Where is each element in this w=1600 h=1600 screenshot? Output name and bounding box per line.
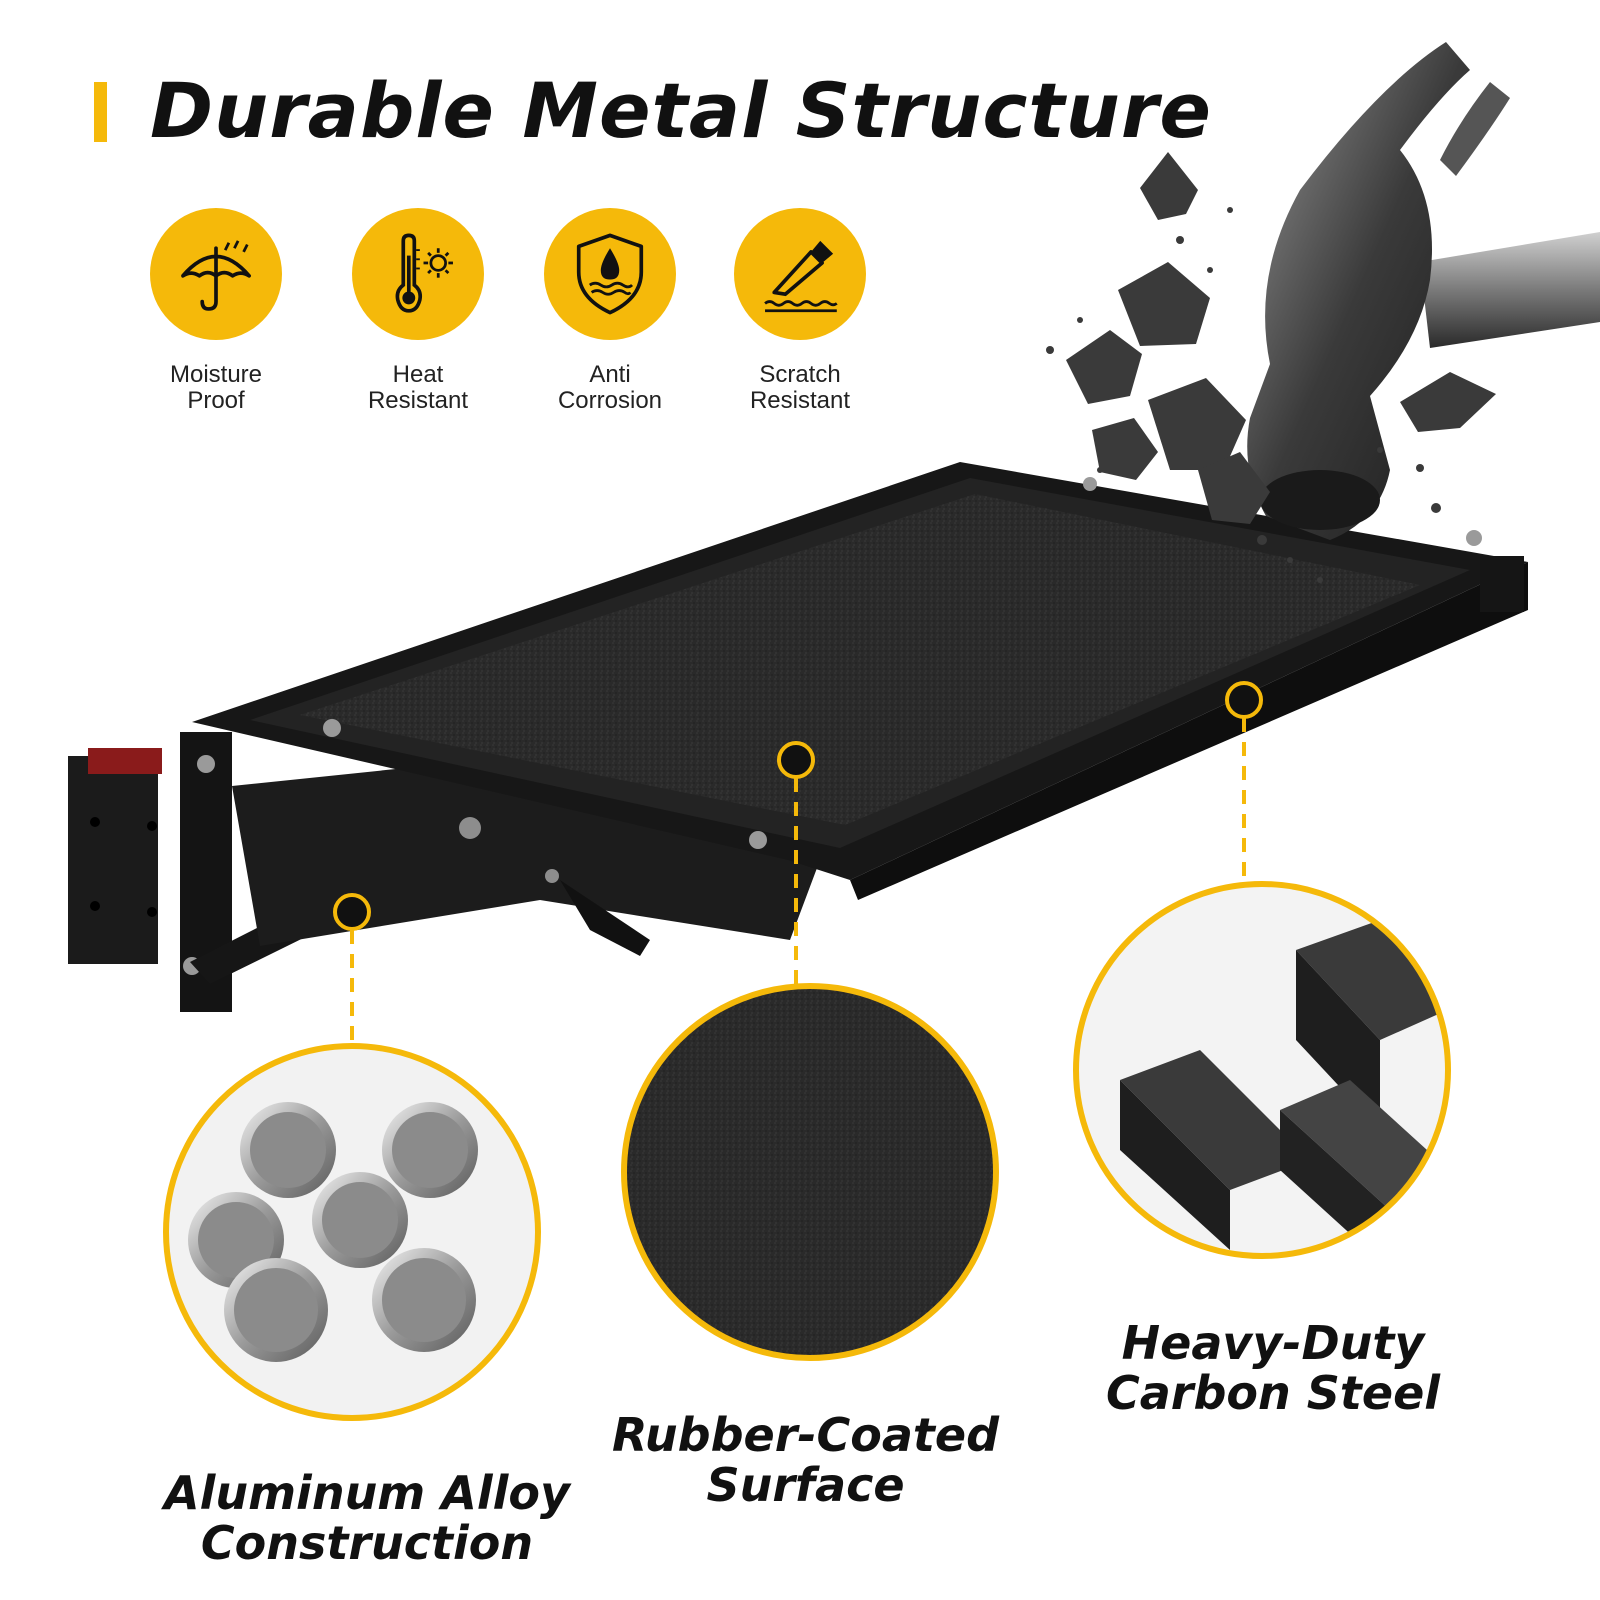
feature-anti-corrosion: Anti Corrosion <box>510 208 710 414</box>
shield-drop-icon <box>576 233 644 315</box>
callout-line2: Construction <box>200 1516 534 1570</box>
callout-carbon-steel: Heavy-Duty Carbon Steel <box>1106 1318 1440 1418</box>
carbon-steel-closeup <box>1073 881 1451 1259</box>
feature-heat-resistant: Heat Resistant <box>318 208 518 414</box>
umbrella-icon <box>181 240 251 311</box>
feature-label-line1: Anti <box>589 361 631 388</box>
feature-badge <box>352 208 484 340</box>
feature-moisture-proof: Moisture Proof <box>116 208 316 414</box>
feature-label-line2: Resistant <box>749 387 851 414</box>
callout-aluminum-alloy: Aluminum Alloy Construction <box>164 1468 570 1568</box>
callout-rubber-coated: Rubber-Coated Surface <box>612 1410 999 1510</box>
feature-label: Heat Resistant <box>318 362 518 414</box>
feature-scratch-resistant: Scratch Resistant <box>700 208 900 414</box>
callout-line1: Aluminum Alloy <box>164 1466 570 1520</box>
feature-badge <box>734 208 866 340</box>
title-accent-bar <box>94 82 107 142</box>
aluminum-pipes-closeup <box>163 1043 541 1421</box>
callout-line1: Rubber-Coated <box>612 1408 1000 1462</box>
thermometer-icon <box>395 233 453 313</box>
callout-line2: Carbon Steel <box>1106 1366 1441 1420</box>
feature-label-line2: Corrosion <box>557 387 663 414</box>
feature-label-line1: Moisture <box>169 361 263 388</box>
feature-badge <box>150 208 282 340</box>
page-title: Durable Metal Structure <box>150 66 1212 155</box>
debris <box>1046 152 1496 583</box>
feature-label: Scratch Resistant <box>700 362 900 414</box>
callout-line1: Heavy-Duty <box>1121 1316 1425 1370</box>
feature-label-line1: Heat <box>392 361 444 388</box>
callout-line2: Surface <box>706 1458 905 1512</box>
feature-label: Moisture Proof <box>116 362 316 414</box>
feature-label-line2: Resistant <box>367 387 469 414</box>
feature-badge <box>544 208 676 340</box>
hammer <box>1247 42 1600 540</box>
feature-label-line2: Proof <box>187 387 245 414</box>
pipe-ends <box>188 1102 478 1362</box>
callout-leaders <box>333 681 1263 1048</box>
feature-label: Anti Corrosion <box>510 362 710 414</box>
shelf-tray <box>192 462 1528 900</box>
feature-label-line1: Scratch <box>759 361 841 388</box>
blade-icon <box>764 240 838 313</box>
rubber-surface-closeup <box>621 983 999 1361</box>
